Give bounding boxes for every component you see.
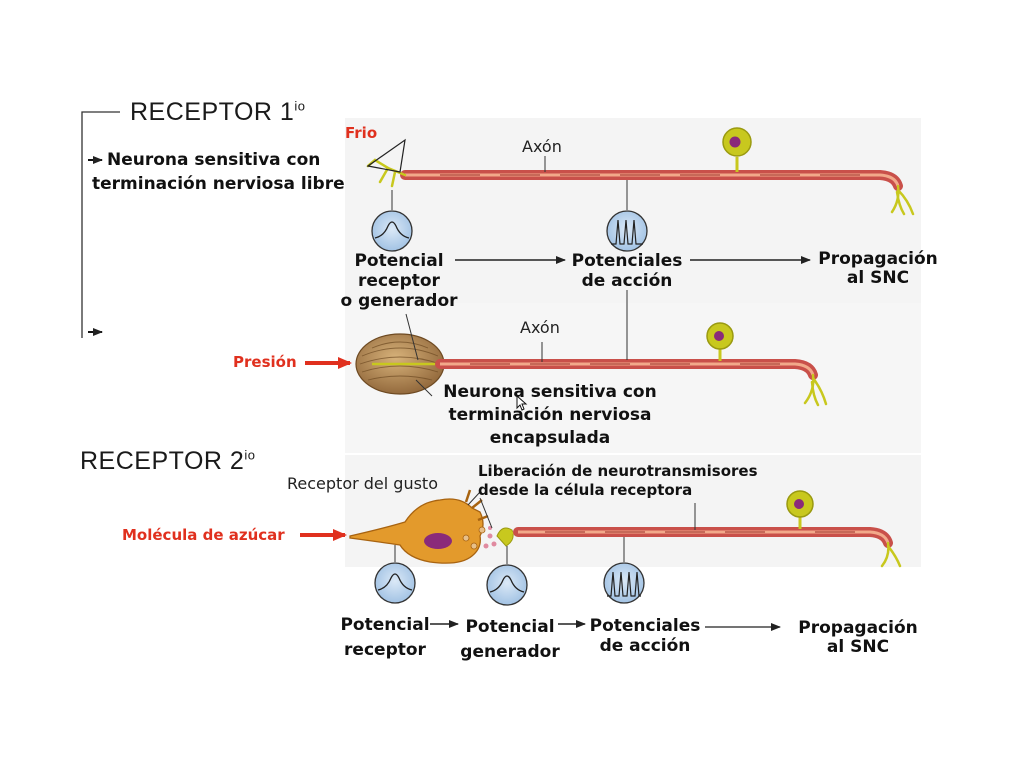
cold-stimulus-triangle — [366, 138, 406, 173]
neurotransmitter-vesicles — [483, 526, 497, 549]
p3-step4-line2: al SNC — [826, 637, 890, 657]
free-ending-label-line1: Neurona sensitiva con — [107, 150, 321, 170]
axon-label-1: Axón — [522, 137, 562, 156]
stimulus-pressure: Presión — [233, 353, 297, 371]
neuron-soma-2 — [706, 322, 734, 361]
encapsulated-label-line1: Neurona sensitiva con — [443, 382, 657, 402]
taste-receptor-cell — [349, 489, 489, 564]
axon-2 — [435, 359, 818, 380]
heading-receptor-1-sup: io — [294, 98, 306, 114]
leader-encapsulated — [415, 379, 433, 397]
p1-step2-line2: de acción — [581, 271, 673, 291]
action-potentials-gauge-3 — [603, 537, 645, 604]
p1-step1-line2: receptor — [358, 271, 440, 291]
neuron-soma-1 — [722, 127, 752, 172]
taste-receptor-label: Receptor del gusto — [287, 474, 438, 493]
stimulus-cold: Frio — [345, 124, 378, 142]
p3-step2-line2: generador — [460, 642, 560, 662]
generator-potential-gauge-3 — [486, 546, 528, 606]
release-label-line2: desde la célula receptora — [478, 481, 693, 499]
p1-step3-line2: al SNC — [846, 268, 910, 288]
p3-step3-line2: de acción — [599, 636, 691, 656]
receptor-potential-gauge-1 — [371, 190, 413, 252]
p1-step1-line1: Potencial — [354, 251, 444, 271]
heading-receptor-2: RECEPTOR 2io — [80, 447, 255, 476]
p3-step2-line1: Potencial — [465, 617, 555, 637]
action-potentials-gauge-1 — [606, 180, 648, 252]
axon-1 — [400, 170, 903, 191]
receptor-potential-gauge-3 — [374, 545, 416, 604]
encapsulated-label-line3: encapsulada — [489, 428, 611, 448]
p1-step2-line1: Potenciales — [571, 251, 683, 271]
p1-step1-line3: o generador — [340, 291, 458, 311]
axon-terminal-3 — [880, 541, 902, 568]
heading-receptor-1-text: RECEPTOR 1 — [130, 98, 295, 126]
axon-terminal-1 — [890, 184, 915, 216]
axon-terminal-2 — [803, 373, 828, 407]
axon-label-2: Axón — [520, 318, 560, 337]
encapsulated-label-line2: terminación nerviosa — [448, 405, 652, 425]
p3-step4-line1: Propagación — [798, 618, 918, 638]
axon-3 — [513, 527, 893, 548]
panel-2-background — [345, 303, 921, 453]
heading-receptor-2-sup: io — [244, 447, 256, 463]
heading-receptor-1: RECEPTOR 1io — [130, 98, 305, 127]
neuron-soma-3 — [786, 490, 814, 529]
receptor-1-bracket — [81, 111, 120, 338]
p3-step1-line2: receptor — [344, 640, 426, 660]
panel-1-background — [345, 118, 921, 303]
leader-receptor-potential — [405, 313, 419, 361]
leader-release — [479, 497, 493, 529]
stimulus-sugar-molecule: Molécula de azúcar — [122, 526, 285, 544]
p3-step3-line1: Potenciales — [589, 616, 701, 636]
p3-step1-line1: Potencial — [340, 615, 430, 635]
mouse-cursor-icon — [516, 394, 528, 411]
leader-taste-receptor — [467, 491, 481, 506]
release-label-line1: Liberación de neurotransmisores — [478, 462, 758, 480]
p1-step3-line1: Propagación — [818, 249, 938, 269]
free-ending-label-line2: terminación nerviosa libre — [92, 174, 345, 194]
heading-receptor-2-text: RECEPTOR 2 — [80, 447, 245, 475]
